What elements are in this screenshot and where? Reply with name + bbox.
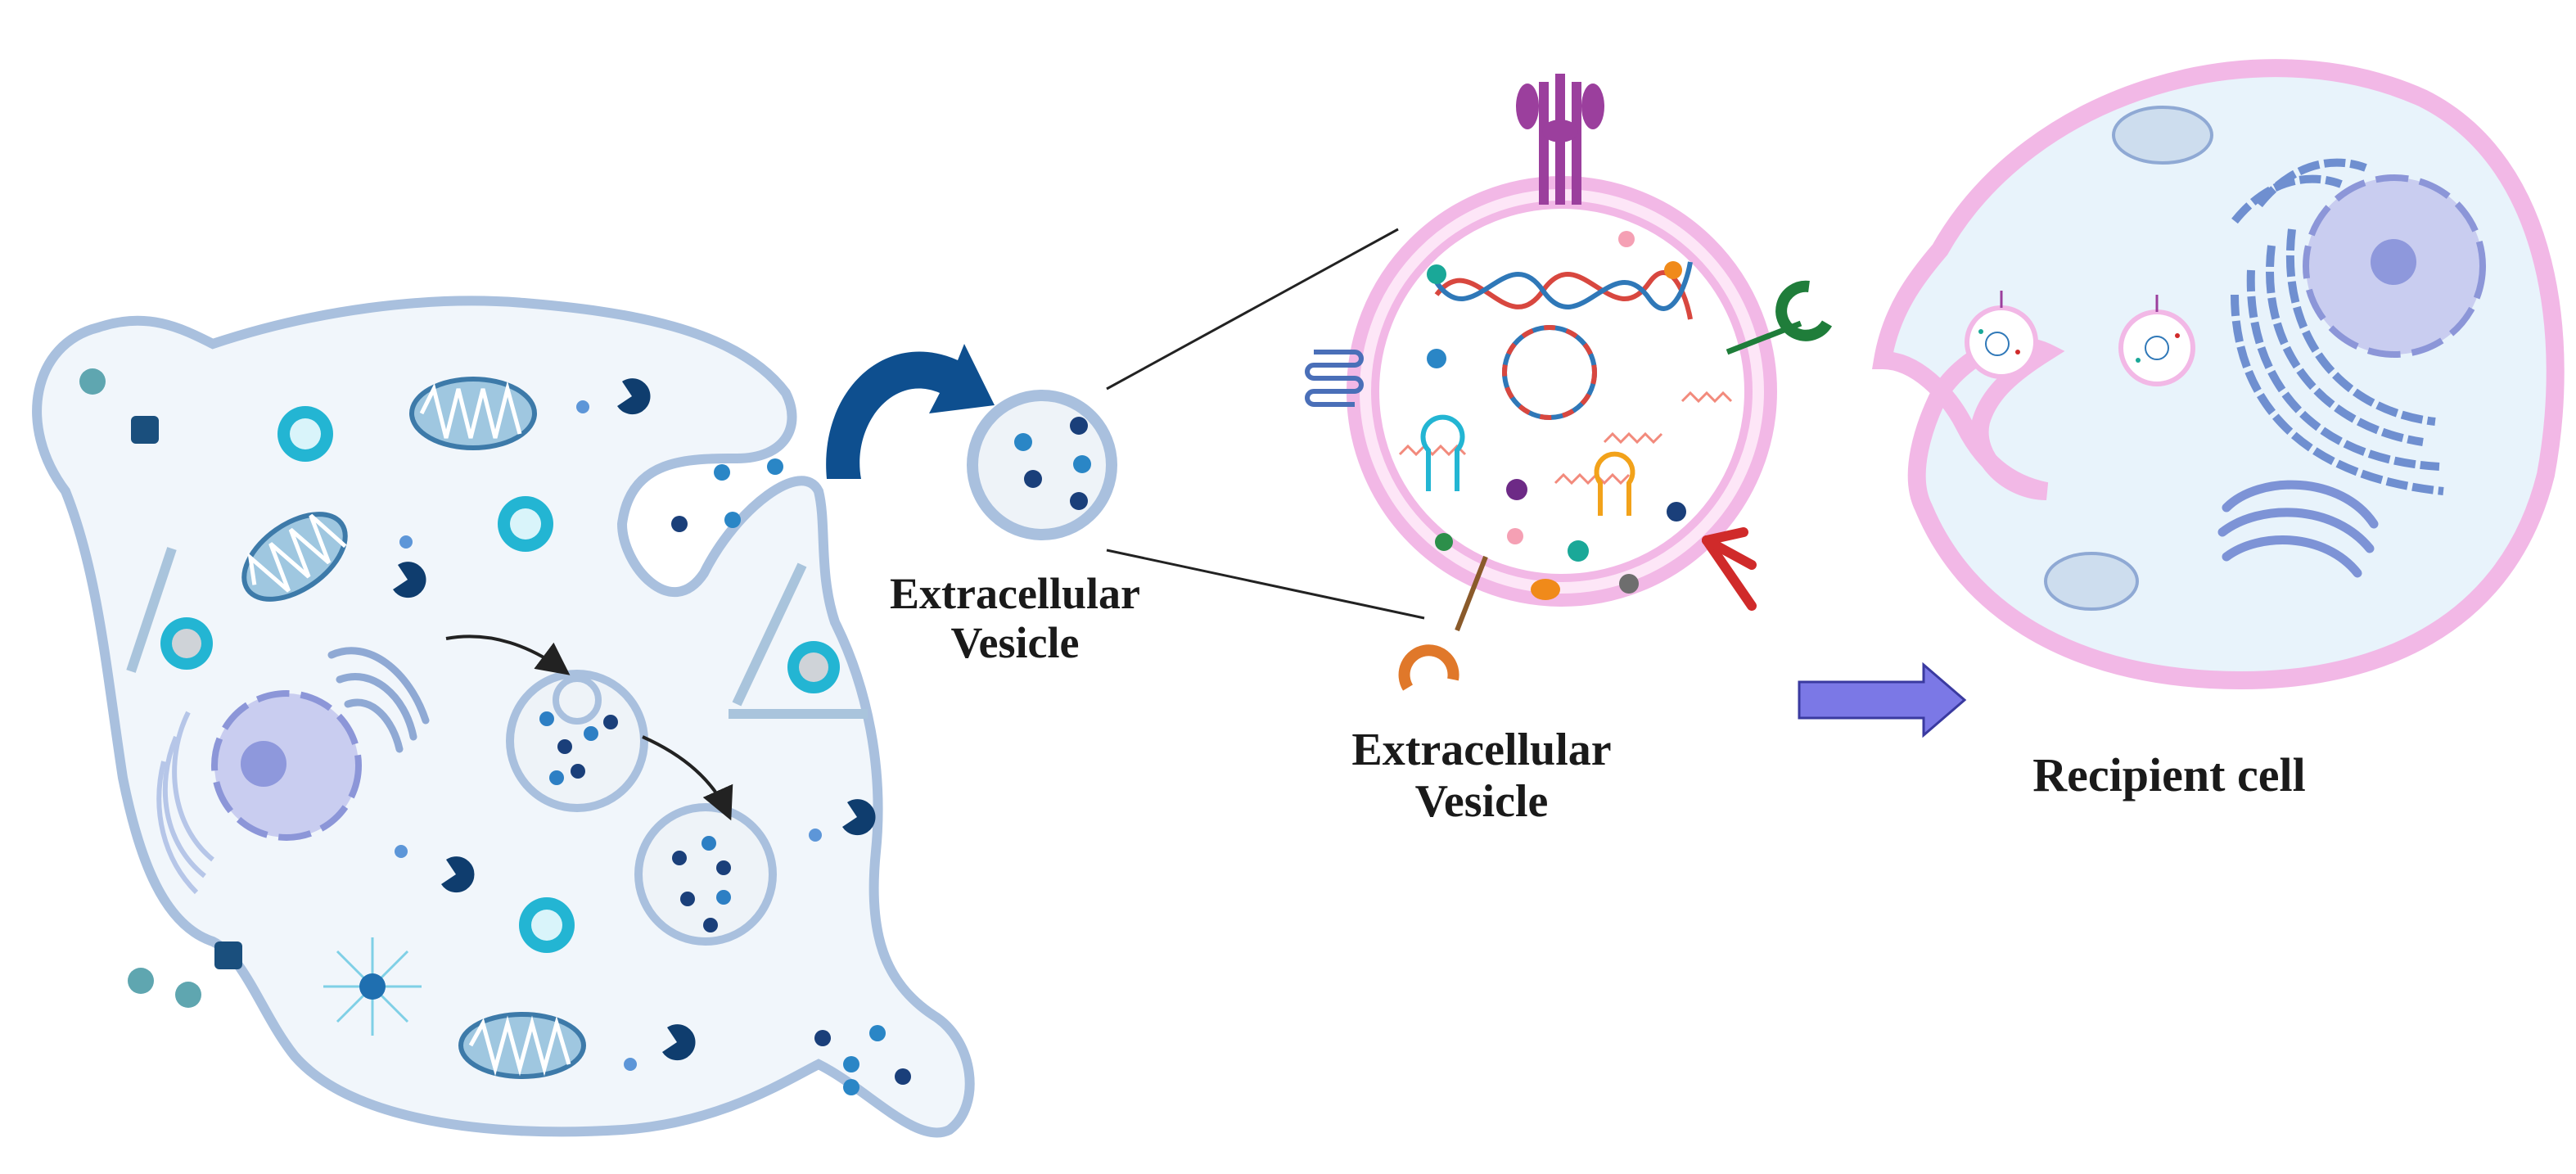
- multivesicular-body-icon: [634, 803, 777, 946]
- small-vesicle-label-line1: Extracellular: [890, 569, 1140, 618]
- block-arrow-icon: [1798, 662, 1967, 738]
- antibody-icon: [1702, 527, 1757, 611]
- donor-cell: [32, 296, 975, 1138]
- multivesicular-body-icon: [506, 670, 648, 812]
- mitochondrion-icon: [409, 377, 537, 450]
- small-vesicle-label-line2: Vesicle: [950, 618, 1080, 668]
- molecule-dots: [1427, 231, 1686, 600]
- curved-arrow-icon: [826, 344, 995, 479]
- rna-strand-icon: [1398, 391, 1733, 485]
- transmembrane-protein-icon: [1305, 350, 1364, 407]
- particle-icon: [79, 368, 242, 1008]
- golgi-icon: [327, 647, 430, 753]
- large-vesicle-label: Extracellular Vesicle: [1342, 725, 1621, 827]
- centrosome-icon: [323, 937, 422, 1036]
- large-extracellular-vesicle: [1305, 74, 1833, 691]
- mitochondrion-icon: [2044, 552, 2139, 611]
- pacman-vesicle-icon: [393, 378, 876, 1071]
- ligand-receptor-icon: [1398, 555, 1488, 691]
- lysosome-icon: [160, 406, 840, 953]
- cytoskeleton-icon: [126, 547, 868, 719]
- nucleus-icon: [156, 690, 362, 895]
- ligand-receptor-icon: [1726, 280, 1833, 355]
- small-vesicle-label: Extracellular Vesicle: [884, 569, 1146, 668]
- mitochondrion-icon: [458, 1012, 586, 1079]
- mitochondrion-icon: [241, 512, 348, 602]
- large-vesicle-label-line2: Vesicle: [1414, 775, 1549, 827]
- released-vesicle-dots: [671, 458, 911, 1095]
- zoom-line: [1106, 228, 1399, 391]
- flow-arrow: [445, 634, 571, 675]
- recipient-cell: [1872, 59, 2565, 690]
- endoplasmic-reticulum-icon: [2231, 158, 2444, 495]
- small-extracellular-vesicle: [967, 390, 1117, 540]
- circular-dna-icon: [1502, 325, 1597, 420]
- golgi-icon: [2217, 480, 2379, 578]
- recipient-cell-label: Recipient cell: [2032, 748, 2306, 801]
- mitochondrion-icon: [2112, 106, 2213, 165]
- nucleus-icon: [2303, 174, 2486, 358]
- receptor-icon: [1516, 74, 1604, 205]
- internalized-vesicle-icon: [1965, 291, 2195, 386]
- mirna-hairpin-icon: [1420, 414, 1635, 516]
- zoom-line: [1106, 549, 1425, 620]
- flow-arrow: [642, 735, 733, 821]
- large-vesicle-label-line1: Extracellular: [1351, 725, 1612, 775]
